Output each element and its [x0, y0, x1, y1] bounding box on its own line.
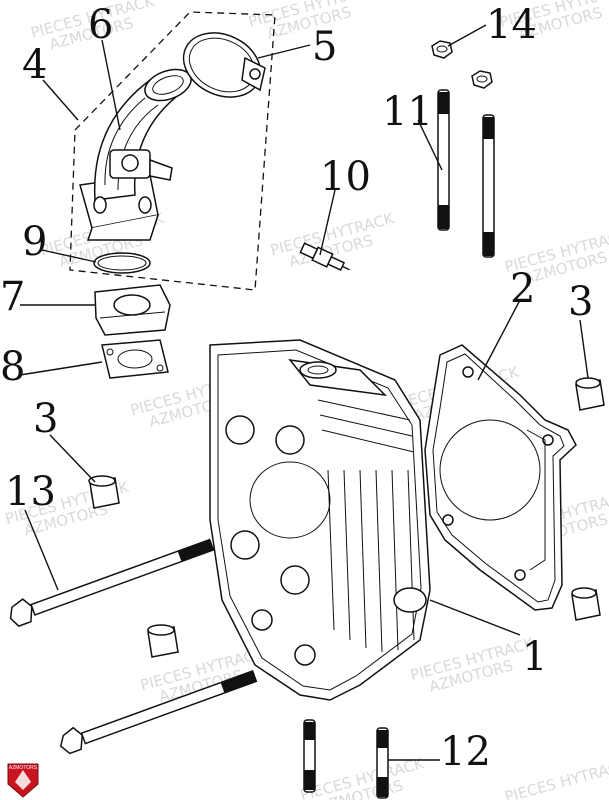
- spark-plug: [299, 242, 350, 272]
- dowel-pin: [571, 587, 601, 621]
- intake-assembly-dashed-box: [69, 11, 276, 291]
- head-bolt: [9, 538, 215, 627]
- dowel-pin: [575, 377, 605, 411]
- callout-10: 10: [320, 154, 371, 200]
- callout-9: 9: [22, 219, 47, 265]
- stud-bolt: [437, 89, 450, 231]
- flange-nut: [471, 70, 493, 89]
- callout-2: 2: [510, 266, 535, 312]
- callout-14: 14: [486, 2, 537, 48]
- callout-6: 6: [88, 2, 113, 48]
- dowel-pin: [88, 475, 120, 509]
- short-stud: [303, 719, 316, 793]
- stud-bolt: [482, 114, 495, 258]
- leader-lines: [19, 24, 589, 761]
- callout-1: 1: [522, 634, 547, 680]
- callout-13: 13: [5, 469, 56, 515]
- head-bolt: [59, 669, 258, 755]
- o-ring: [93, 252, 151, 274]
- callout-4: 4: [22, 42, 47, 88]
- callout-5: 5: [312, 24, 337, 70]
- cylinder-head: [209, 339, 431, 701]
- intake-spacer: [94, 284, 171, 336]
- callout-3: 3: [568, 279, 593, 325]
- callout-11: 11: [382, 89, 433, 135]
- azmotors-logo: AZMOTORS: [7, 763, 39, 798]
- logo-text: AZMOTORS: [9, 765, 38, 771]
- callout-12: 12: [440, 729, 491, 775]
- hose-clamp: [182, 32, 266, 98]
- callout-7: 7: [0, 274, 25, 320]
- watermark-line-1: PIECES HYTRACK: [503, 756, 609, 800]
- callout-3: 3: [33, 396, 58, 442]
- flange-nut: [431, 40, 453, 59]
- intake-gasket: [101, 339, 169, 379]
- short-stud: [376, 727, 389, 799]
- head-gasket: [424, 344, 577, 611]
- intake-manifold: [79, 68, 192, 241]
- callout-8: 8: [0, 344, 25, 390]
- dowel-pin: [147, 624, 179, 658]
